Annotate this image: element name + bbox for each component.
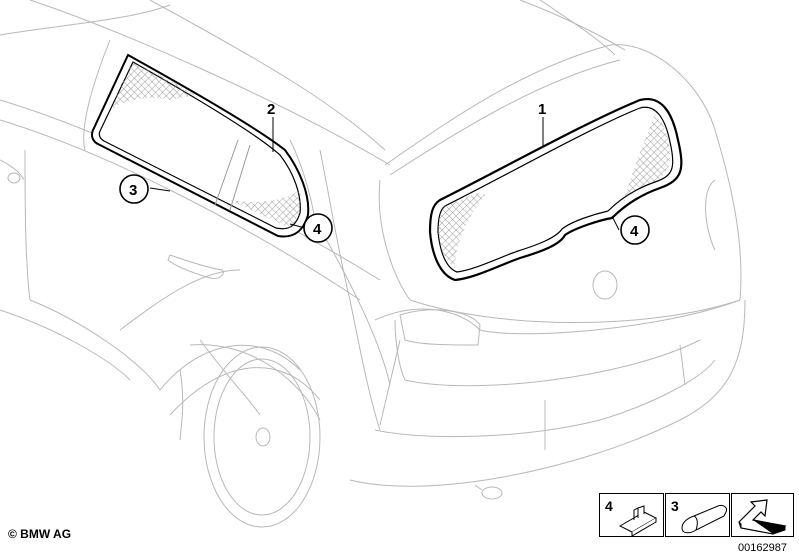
leader-lines	[149, 117, 620, 231]
svg-text:4: 4	[630, 223, 639, 240]
legend-label-3: 3	[671, 498, 679, 514]
callout-2: 2	[267, 101, 275, 118]
copyright-text: © BMW AG	[8, 527, 72, 541]
view-direction-arrow-icon	[738, 499, 787, 535]
rear-window	[428, 97, 683, 282]
callout-4-side: 4	[303, 213, 333, 243]
rear-side-window	[91, 53, 310, 238]
callout-3: 3	[119, 174, 149, 204]
legend-item-3: 3	[665, 493, 730, 537]
legend-item-4: 4	[599, 493, 664, 537]
svg-text:3: 3	[129, 182, 137, 199]
svg-text:4: 4	[313, 221, 322, 238]
legend-label-4: 4	[605, 498, 613, 514]
callout-4-rear: 4	[620, 215, 650, 245]
document-number: 00162987	[738, 542, 787, 554]
legend-view	[731, 493, 794, 537]
clip-icon	[618, 505, 658, 536]
seal-block-icon	[681, 505, 727, 534]
car-body-outline	[0, 0, 746, 528]
parts-legend: 4 3	[599, 493, 794, 537]
callout-1: 1	[538, 101, 546, 118]
